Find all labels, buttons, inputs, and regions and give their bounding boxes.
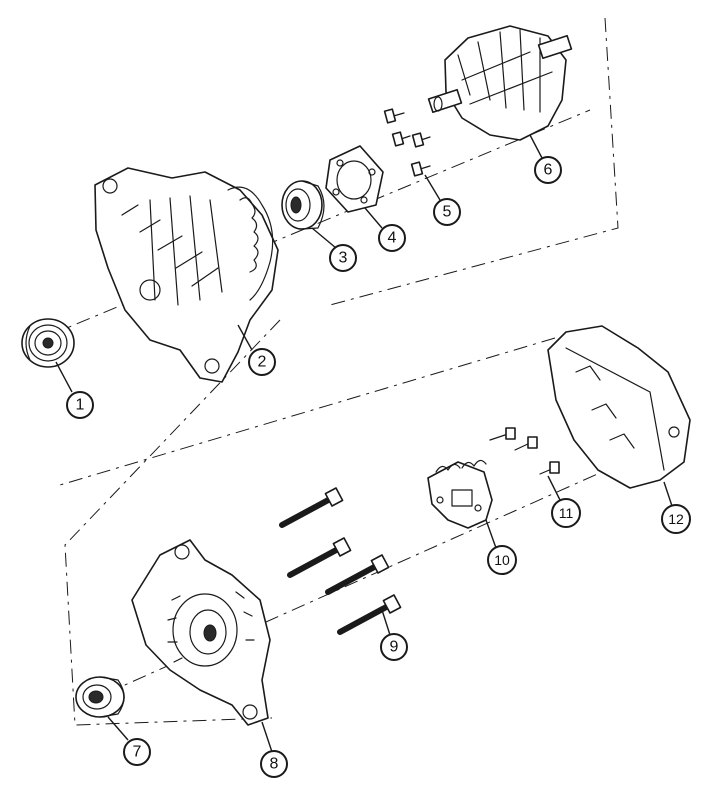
svg-text:6: 6 <box>544 162 553 179</box>
callout-6: 6 <box>534 156 562 184</box>
retainer-screws <box>383 108 431 177</box>
callout-10: 10 <box>487 545 517 575</box>
through-bolts <box>279 487 402 635</box>
bearing-front <box>281 180 325 230</box>
callout-12: 12 <box>661 504 691 534</box>
svg-text:12: 12 <box>668 511 684 527</box>
callout-7: 7 <box>123 738 151 766</box>
voltage-regulator <box>427 459 493 529</box>
svg-text:3: 3 <box>339 250 348 267</box>
rear-housing <box>131 539 271 726</box>
cover-screws <box>489 427 560 475</box>
svg-text:8: 8 <box>270 756 279 773</box>
svg-text:10: 10 <box>494 552 510 568</box>
pulley <box>21 318 75 368</box>
svg-text:2: 2 <box>258 354 267 371</box>
svg-text:7: 7 <box>133 744 142 761</box>
callout-2: 2 <box>248 348 276 376</box>
leader-lines <box>55 134 673 753</box>
callout-3: 3 <box>329 244 357 272</box>
svg-text:1: 1 <box>76 397 85 414</box>
bearing-retainer-plate <box>325 145 384 213</box>
callout-1: 1 <box>66 391 94 419</box>
callout-8: 8 <box>260 750 288 778</box>
svg-text:4: 4 <box>388 230 397 247</box>
callout-4: 4 <box>378 224 406 252</box>
svg-text:5: 5 <box>443 204 452 221</box>
drive-end-housing <box>94 167 279 383</box>
rear-cover <box>547 325 691 489</box>
callout-5: 5 <box>433 198 461 226</box>
callout-11: 11 <box>551 498 581 528</box>
svg-text:11: 11 <box>559 505 574 521</box>
callout-9: 9 <box>380 633 408 661</box>
bearing-rear <box>75 676 125 718</box>
rotor <box>427 25 573 141</box>
svg-text:9: 9 <box>390 639 399 656</box>
